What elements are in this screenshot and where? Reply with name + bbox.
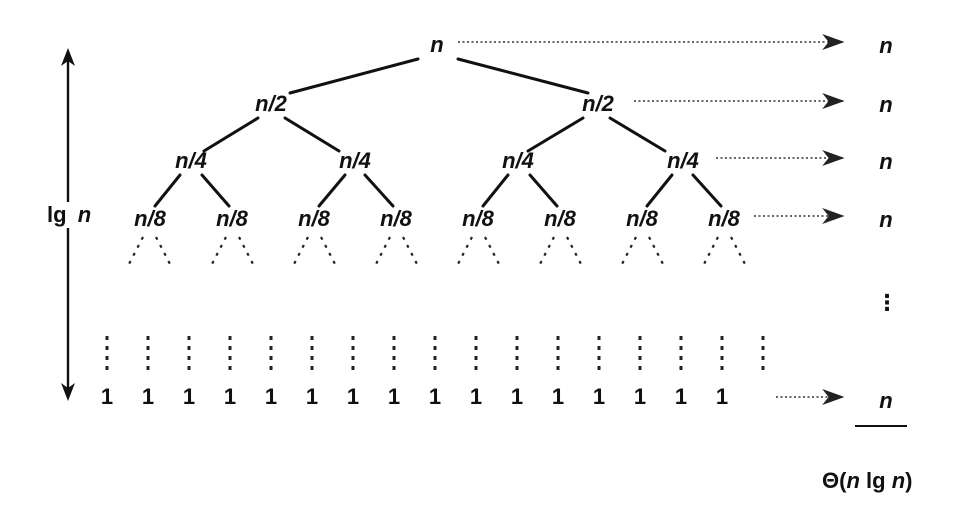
leaf-node: 1 [716,384,728,409]
edge [200,173,231,208]
edge [528,173,559,208]
leaf-node: 1 [347,384,359,409]
level3-node: n/8 [216,206,249,231]
leaf-node: 1 [552,384,564,409]
total-suffix: ) [905,468,912,493]
total-lg: lg [860,468,892,493]
leaf-node: 1 [511,384,523,409]
edge [202,116,260,153]
continuation-dots [155,236,172,267]
level1-node: n/2 [255,91,288,116]
height-label-n: n [78,202,91,227]
leaf-node: 1 [470,384,482,409]
continuation-dots [566,236,583,267]
level1-node: n/2 [582,91,615,116]
total-cost: Θ(n lg n) [822,468,912,493]
edge [153,173,182,208]
level2-node: n/4 [339,148,371,173]
edge [317,173,347,208]
total-n2: n [892,468,905,493]
continuation-dots [456,236,473,267]
height-axis: lg n [44,48,94,401]
continuation-dots [402,236,419,267]
level-cost: n [879,388,892,413]
root-node: n [430,32,443,57]
height-label-lg: lg [47,202,67,227]
edge [288,57,420,95]
level3-node: n/8 [626,206,659,231]
edge [283,116,341,153]
leaf-node: 1 [101,384,113,409]
continuation-dots [702,236,719,267]
edge [526,116,585,153]
height-axis-top-arrow [61,48,75,66]
level3-node: n/8 [380,206,413,231]
level3-node: n/8 [462,206,495,231]
total-n1: n [846,468,859,493]
total-prefix: Θ( [822,468,847,493]
edge [481,173,510,208]
leaf-node: 1 [306,384,318,409]
leaf-node: 1 [429,384,441,409]
level3-node: n/8 [544,206,577,231]
leaf-node: 1 [142,384,154,409]
level3-node: n/8 [298,206,331,231]
leaf-node: 1 [675,384,687,409]
leaf-node: 1 [183,384,195,409]
level-cost-continuation: ⋮ [876,290,898,315]
level-cost: n [879,33,892,58]
level3-node: n/8 [134,206,167,231]
level-cost: n [879,207,892,232]
level-cost-arrows [458,34,845,405]
continuation-dots [538,236,555,267]
leaf-node: 1 [265,384,277,409]
continuation-dots [210,236,227,267]
level3-node: n/8 [708,206,741,231]
leaf-node: 1 [224,384,236,409]
edge [691,173,723,208]
level-cost: n [879,92,892,117]
continuation-dots [127,236,144,267]
continuation-dots [238,236,255,267]
level2-node: n/4 [502,148,534,173]
tree-edges [153,57,723,208]
edge [363,173,395,208]
tree-continuation-dots [127,236,747,267]
continuation-dots [620,236,637,267]
edge [608,116,667,153]
continuation-dots [292,236,309,267]
height-label: lg n [47,202,91,227]
leaf-node: 1 [634,384,646,409]
tree-nodes: n n/2 n/2 n/4 n/4 n/4 n/4 n/8 n/8 n/8 n/… [101,32,741,409]
continuation-dots [648,236,665,267]
edge [456,57,590,95]
level-cost: n [879,149,892,174]
continuation-dots [374,236,391,267]
leaf-node: 1 [593,384,605,409]
continuation-dots [730,236,747,267]
level2-node: n/4 [667,148,699,173]
edge [645,173,674,208]
level-costs: n n n n ⋮ n [876,33,898,413]
leaf-vertical-dots [105,336,765,375]
continuation-dots [320,236,337,267]
leaf-node: 1 [388,384,400,409]
level2-node: n/4 [175,148,207,173]
continuation-dots [484,236,501,267]
height-axis-bottom-arrow [61,383,75,401]
